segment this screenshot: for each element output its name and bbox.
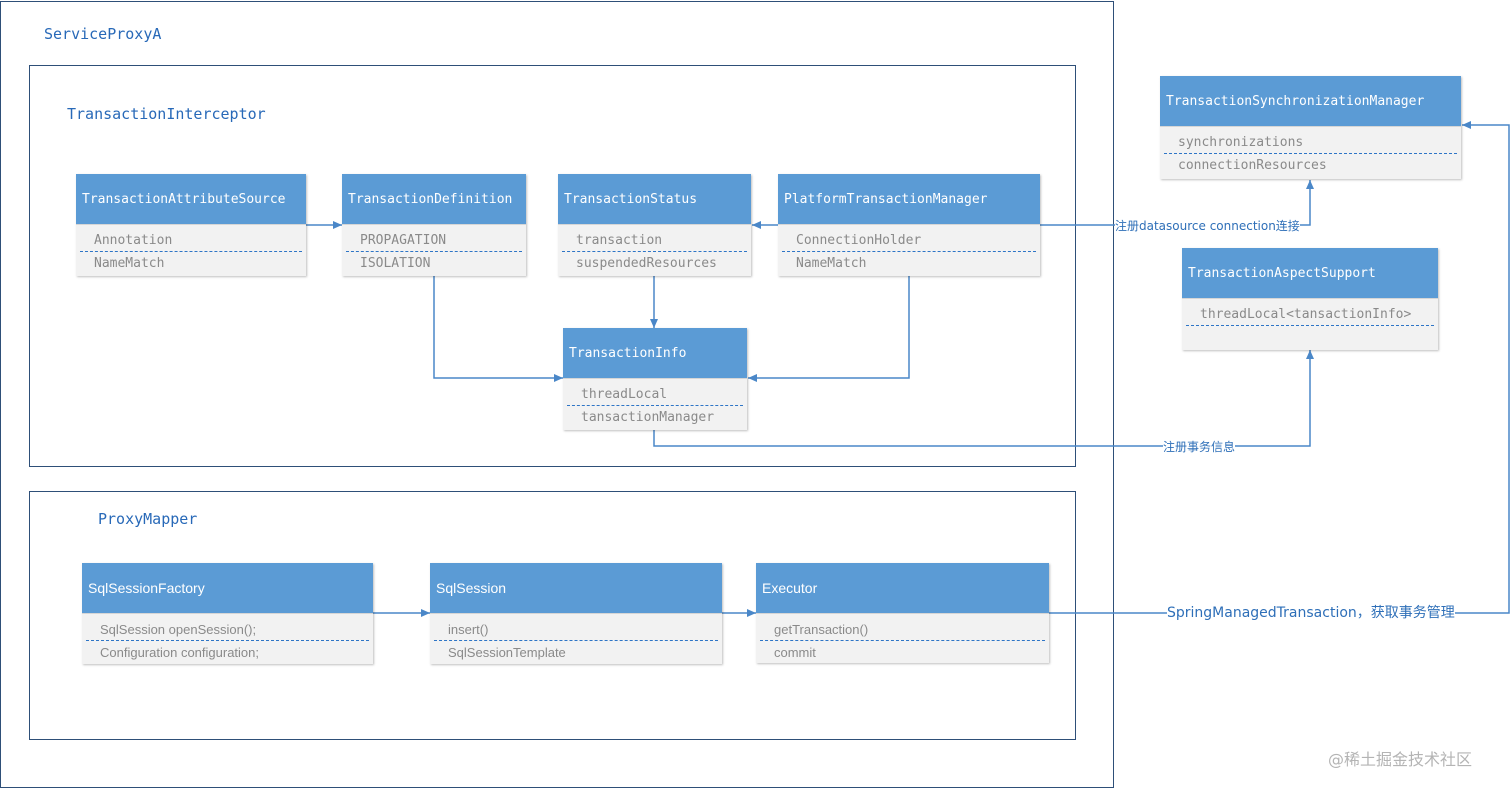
class-field: threadLocal bbox=[567, 383, 743, 406]
class-field: NameMatch bbox=[94, 256, 165, 271]
class-field: ConnectionHolder bbox=[782, 229, 1036, 252]
class-field: suspendedResources bbox=[576, 256, 717, 271]
transaction-synchronization-manager-class: TransactionSynchronizationManager synchr… bbox=[1160, 76, 1461, 179]
service-proxy-title: ServiceProxyA bbox=[44, 25, 162, 43]
arrow-definition-to-info bbox=[433, 276, 563, 382]
register-tx-info-label: 注册事务信息 bbox=[1163, 438, 1236, 455]
arrow-executor-to-sync-manager bbox=[1049, 121, 1510, 614]
class-name: Executor bbox=[756, 563, 1049, 613]
class-name: TransactionDefinition bbox=[342, 174, 526, 224]
transaction-interceptor-title: TransactionInterceptor bbox=[67, 105, 266, 123]
class-field: Configuration configuration; bbox=[100, 645, 259, 660]
sql-session-class: SqlSession insert() SqlSessionTemplate bbox=[430, 563, 722, 664]
proxy-mapper-frame bbox=[29, 491, 1076, 740]
service-proxy-frame bbox=[0, 1, 1114, 788]
class-field: threadLocal<tansactionInfo> bbox=[1186, 303, 1434, 326]
class-field: PROPAGATION bbox=[346, 229, 522, 252]
proxy-mapper-title: ProxyMapper bbox=[98, 510, 198, 528]
class-field: tansactionManager bbox=[581, 410, 715, 425]
arrow-register-tx-info bbox=[653, 350, 1314, 447]
class-name: TransactionInfo bbox=[563, 328, 747, 378]
class-field: NameMatch bbox=[796, 256, 867, 271]
class-field: connectionResources bbox=[1178, 158, 1327, 173]
class-field: SqlSession openSession(); bbox=[86, 618, 369, 641]
watermark: @稀土掘金技术社区 bbox=[1328, 750, 1473, 769]
class-name: TransactionAttributeSource bbox=[76, 174, 306, 224]
sql-session-factory-class: SqlSessionFactory SqlSession openSession… bbox=[82, 563, 373, 664]
class-field: SqlSessionTemplate bbox=[448, 645, 566, 660]
class-name: TransactionSynchronizationManager bbox=[1160, 76, 1461, 126]
transaction-aspect-support-class: TransactionAspectSupport threadLocal<tan… bbox=[1182, 248, 1438, 350]
class-name: SqlSession bbox=[430, 563, 722, 613]
transaction-status-class: TransactionStatus transaction suspendedR… bbox=[558, 174, 751, 276]
executor-class: Executor getTransaction() commit bbox=[756, 563, 1049, 663]
class-field: Annotation bbox=[80, 229, 302, 252]
class-field: commit bbox=[774, 645, 816, 660]
class-field: ISOLATION bbox=[360, 256, 431, 271]
class-name: TransactionStatus bbox=[558, 174, 751, 224]
transaction-definition-class: TransactionDefinition PROPAGATION ISOLAT… bbox=[342, 174, 526, 276]
class-field: getTransaction() bbox=[760, 618, 1045, 641]
class-field: synchronizations bbox=[1164, 131, 1457, 154]
platform-transaction-manager-class: PlatformTransactionManager ConnectionHol… bbox=[778, 174, 1040, 276]
transaction-info-class: TransactionInfo threadLocal tansactionMa… bbox=[563, 328, 747, 430]
transaction-attribute-source-class: TransactionAttributeSource Annotation Na… bbox=[76, 174, 306, 276]
class-name: TransactionAspectSupport bbox=[1182, 248, 1438, 298]
class-name: SqlSessionFactory bbox=[82, 563, 373, 613]
class-field: insert() bbox=[434, 618, 718, 641]
class-field: transaction bbox=[562, 229, 747, 252]
class-name: PlatformTransactionManager bbox=[778, 174, 1040, 224]
arrow-manager-to-info bbox=[748, 276, 910, 382]
register-connection-label: 注册datasource connection连接 bbox=[1115, 217, 1300, 234]
transaction-interceptor-frame bbox=[29, 65, 1076, 467]
spring-managed-label: SpringManagedTransaction，获取事务管理 bbox=[1167, 602, 1455, 622]
